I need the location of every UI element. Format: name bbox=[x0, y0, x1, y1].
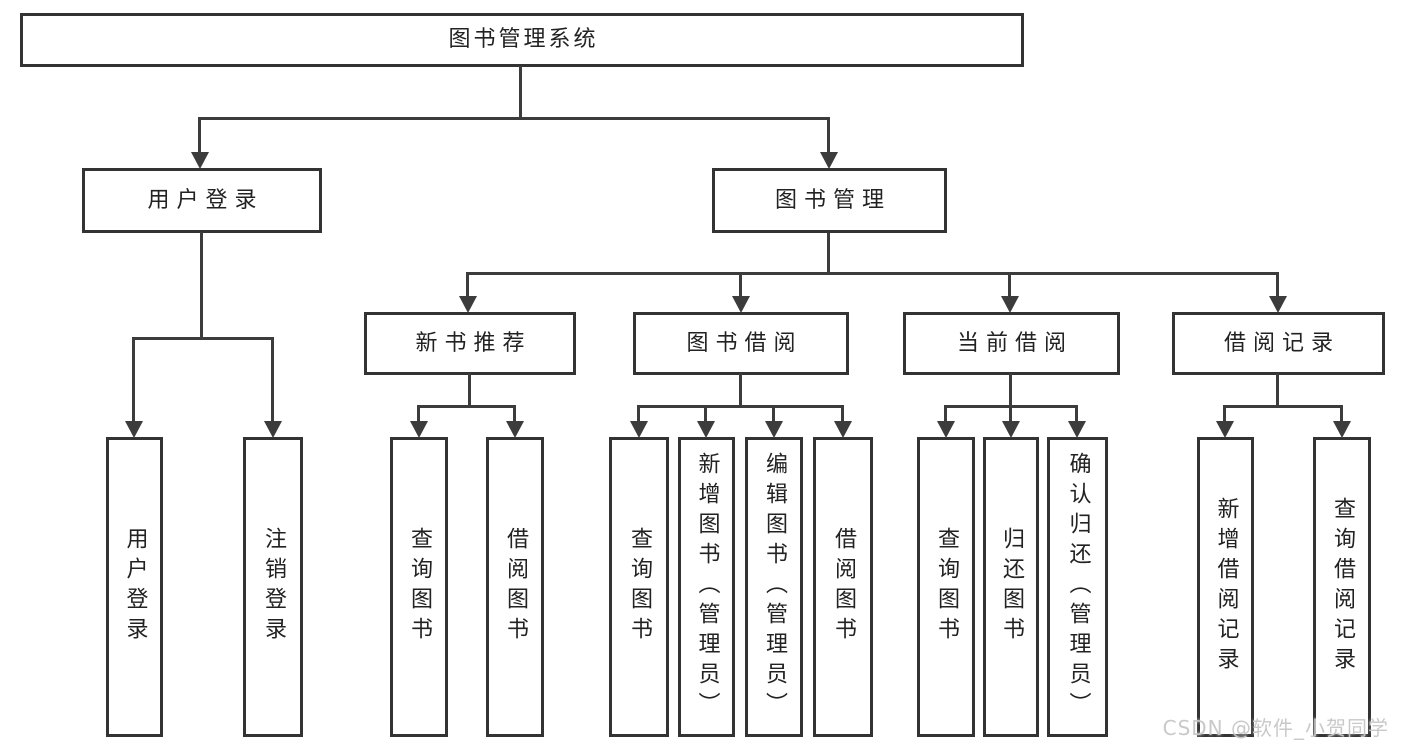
arrowhead-current-query bbox=[937, 421, 955, 438]
node-book-management: 图书管理 bbox=[712, 168, 947, 233]
arrowhead-borrow-records bbox=[1269, 296, 1287, 313]
connector-stem-records-query bbox=[1340, 405, 1343, 423]
arrowhead-book-borrow bbox=[732, 296, 750, 313]
connector-user-login-bus bbox=[134, 337, 274, 340]
connector-stem-records-add bbox=[1223, 405, 1226, 423]
leaf-borrow-add-books-admin: 新增图书（管理员） bbox=[678, 437, 735, 737]
connector-stem-borrow-borrow bbox=[841, 405, 844, 423]
node-new-book-recommend: 新书推荐 bbox=[364, 312, 576, 375]
arrowhead-current-confirm bbox=[1068, 421, 1086, 438]
connector-stem-leaf-logout bbox=[271, 337, 274, 425]
arrowhead-current-borrow bbox=[1001, 296, 1019, 313]
arrowhead-user-login bbox=[191, 152, 209, 169]
connector-stem-user-login bbox=[198, 117, 201, 155]
leaf-newbooks-query-books: 查询图书 bbox=[390, 437, 448, 737]
connector-stem-borrow-query bbox=[637, 405, 640, 423]
connector-level2-bus bbox=[200, 117, 830, 120]
connector-stem-book-management bbox=[827, 117, 830, 155]
leaf-records-query-record: 查询借阅记录 bbox=[1313, 437, 1371, 737]
arrowhead-current-return bbox=[1002, 421, 1020, 438]
arrowhead-leaf-logout bbox=[264, 421, 282, 438]
leaf-records-add-record: 新增借阅记录 bbox=[1197, 437, 1254, 737]
csdn-watermark: CSDN @软件_小贺同学 bbox=[1162, 716, 1389, 740]
leaf-borrow-borrow-books: 借阅图书 bbox=[813, 437, 873, 737]
leaf-current-return-books: 归还图书 bbox=[983, 437, 1039, 737]
connector-current-borrow-stub bbox=[1009, 373, 1012, 408]
arrowhead-newbooks-query bbox=[410, 421, 428, 438]
node-book-borrow: 图书借阅 bbox=[633, 312, 849, 375]
arrowhead-borrow-borrow bbox=[834, 421, 852, 438]
connector-user-login-trunk bbox=[200, 232, 203, 337]
arrowhead-records-add bbox=[1216, 421, 1234, 438]
arrowhead-borrow-query bbox=[630, 421, 648, 438]
leaf-user-login: 用户登录 bbox=[106, 437, 163, 737]
connector-borrow-records-stub bbox=[1276, 373, 1279, 408]
connector-stem-current-borrow bbox=[1008, 272, 1011, 298]
connector-stem-borrow-add bbox=[704, 405, 707, 423]
arrowhead-book-management bbox=[820, 152, 838, 169]
arrowhead-leaf-user-login bbox=[125, 421, 143, 438]
connector-stem-current-query bbox=[944, 405, 947, 423]
leaf-borrow-edit-books-admin: 编辑图书（管理员） bbox=[745, 437, 803, 737]
connector-borrow-records-bus bbox=[1223, 405, 1343, 408]
arrowhead-borrow-add bbox=[697, 421, 715, 438]
leaf-current-confirm-return-admin: 确认归还（管理员） bbox=[1047, 437, 1108, 737]
arrowhead-newbooks-borrow bbox=[506, 421, 524, 438]
connector-new-book-bus bbox=[419, 405, 516, 408]
connector-stem-current-return bbox=[1009, 405, 1012, 423]
connector-stem-borrow-records bbox=[1276, 272, 1279, 298]
node-user-login: 用户登录 bbox=[82, 168, 322, 233]
leaf-current-query-books: 查询图书 bbox=[917, 437, 975, 737]
node-current-borrow: 当前借阅 bbox=[903, 312, 1120, 375]
node-root-library-system: 图书管理系统 bbox=[20, 13, 1024, 67]
node-borrow-records: 借阅记录 bbox=[1172, 312, 1385, 375]
connector-stem-borrow-edit bbox=[772, 405, 775, 423]
connector-stem-newbooks-borrow bbox=[513, 405, 516, 423]
leaf-newbooks-borrow-books: 借阅图书 bbox=[486, 437, 544, 737]
connector-book-borrow-stub bbox=[739, 373, 742, 408]
connector-book-borrow-bus bbox=[637, 405, 844, 408]
leaf-borrow-query-books: 查询图书 bbox=[609, 437, 669, 737]
connector-stem-new-book bbox=[466, 272, 469, 298]
arrowhead-new-book bbox=[459, 296, 477, 313]
leaf-logout-login: 注销登录 bbox=[243, 437, 303, 737]
connector-stem-leaf-user-login bbox=[132, 337, 135, 425]
arrowhead-borrow-edit bbox=[765, 421, 783, 438]
connector-new-book-stub bbox=[468, 373, 471, 408]
connector-root-trunk bbox=[519, 66, 522, 119]
connector-stem-current-confirm bbox=[1075, 405, 1078, 423]
connector-stem-book-borrow bbox=[739, 272, 742, 298]
arrowhead-records-query bbox=[1333, 421, 1351, 438]
connector-book-management-trunk bbox=[827, 233, 830, 274]
connector-stem-newbooks-query bbox=[417, 405, 420, 423]
connector-level3-bus bbox=[468, 272, 1279, 275]
